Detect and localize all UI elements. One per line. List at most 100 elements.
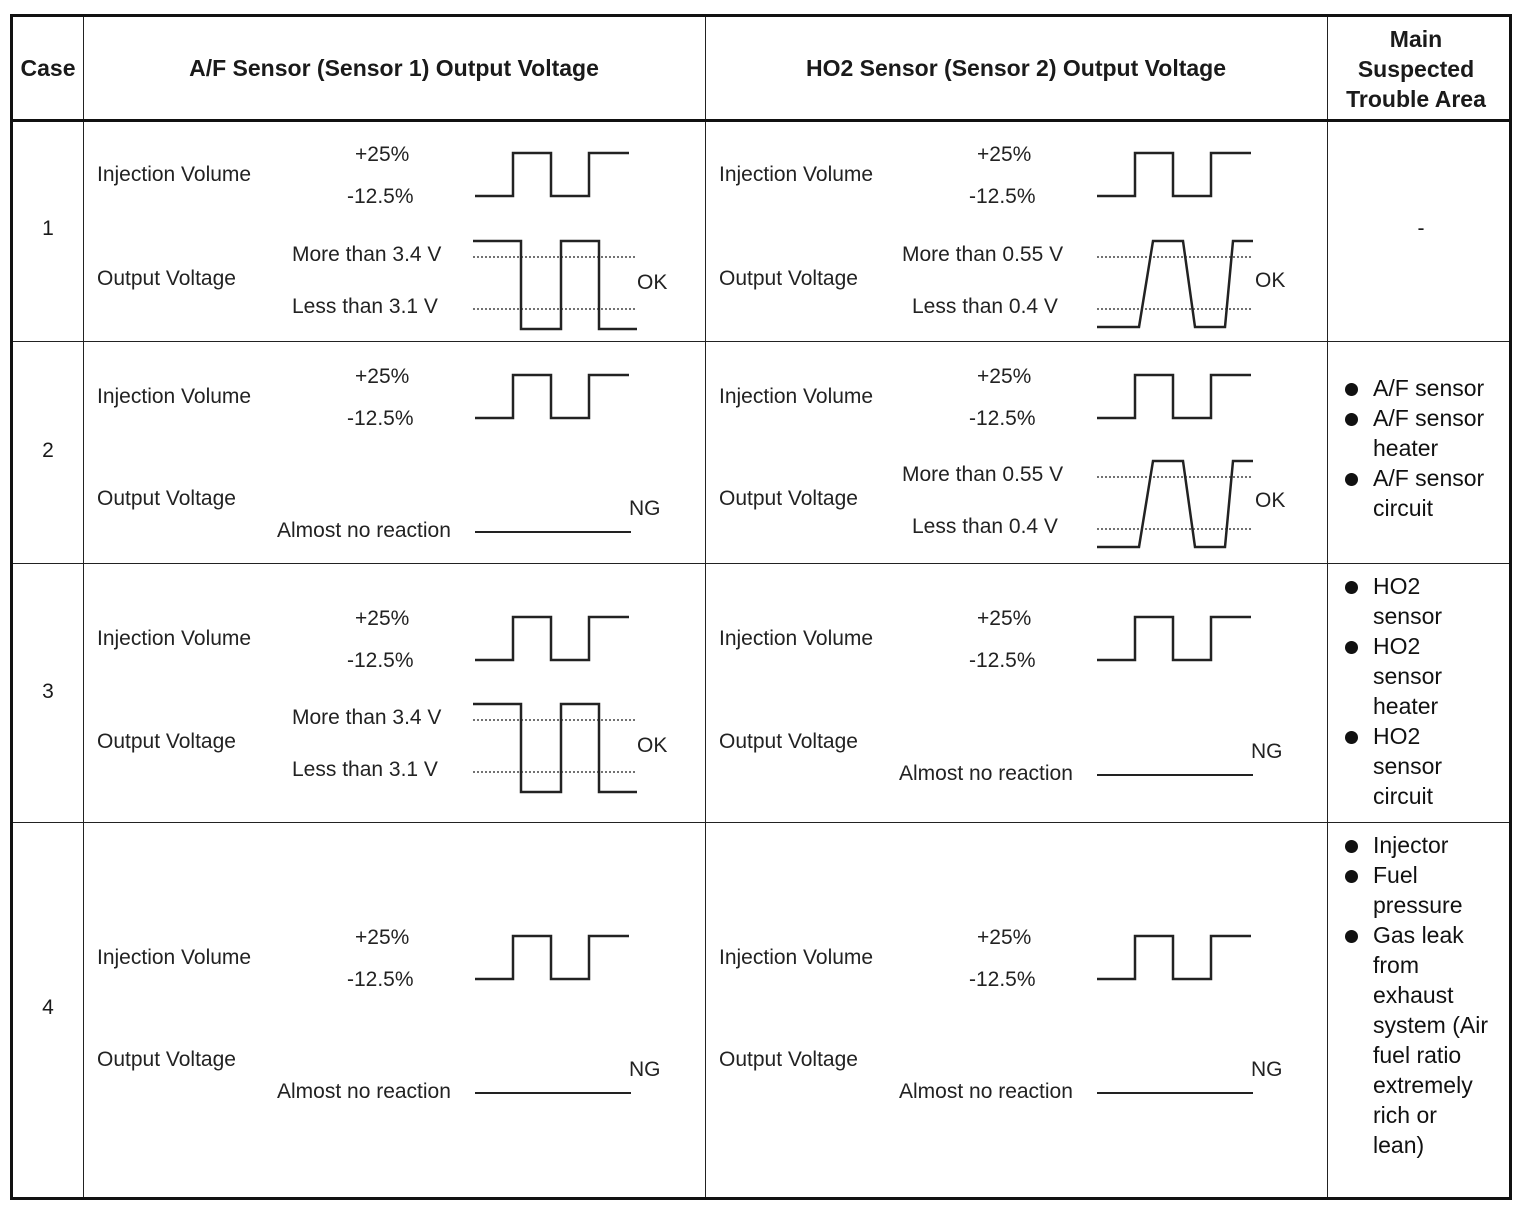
trouble-item-text: HO2 sensor heater <box>1373 633 1443 719</box>
case-number: 1 <box>42 217 54 240</box>
result-ng-label: NG <box>1251 1058 1283 1081</box>
output-voltage-label: Output Voltage <box>719 1048 858 1071</box>
minus12-label: -12.5% <box>347 649 414 672</box>
bullet-icon <box>1345 383 1358 396</box>
trouble-item: HO2 sensor <box>1331 571 1491 631</box>
bullet-icon <box>1345 840 1358 853</box>
injection-volume-label: Injection Volume <box>719 163 874 186</box>
no-reaction-line <box>1097 774 1253 776</box>
trouble-item: A/F sensor heater <box>1331 403 1509 463</box>
trouble-item-text: Gas leak from exhaust system (Air fuel r… <box>1373 922 1488 1158</box>
trouble-item-text: Fuel pressure <box>1373 862 1463 918</box>
injection-volume-waveform <box>475 151 629 198</box>
plus25-label: +25% <box>977 607 1032 630</box>
col-divider <box>83 17 84 1197</box>
more-than-label: More than 3.4 V <box>292 243 442 266</box>
row-divider <box>13 563 1509 564</box>
trouble-item-text: HO2 sensor circuit <box>1373 723 1443 809</box>
trouble-item-text: Injector <box>1373 832 1449 858</box>
af-output-waveform <box>473 702 637 794</box>
minus12-label: -12.5% <box>969 968 1036 991</box>
row-divider <box>13 341 1509 342</box>
ho2-output-waveform <box>1097 239 1253 329</box>
header-af-sensor: A/F Sensor (Sensor 1) Output Voltage <box>189 55 599 81</box>
output-voltage-label: Output Voltage <box>97 267 236 290</box>
injection-volume-label: Injection Volume <box>97 946 252 969</box>
case-number: 4 <box>42 996 54 1019</box>
ho2-output-waveform <box>1097 459 1253 549</box>
no-reaction-label: Almost no reaction <box>277 1080 451 1103</box>
no-reaction-line <box>475 531 631 533</box>
plus25-label: +25% <box>977 365 1032 388</box>
header-trouble-area: Main Suspected Trouble Area <box>1346 26 1486 112</box>
no-reaction-line <box>475 1092 631 1094</box>
trouble-item: A/F sensor <box>1331 373 1509 403</box>
trouble-item: Gas leak from exhaust system (Air fuel r… <box>1331 920 1491 1160</box>
case-number: 3 <box>42 679 54 703</box>
injection-volume-waveform <box>1097 151 1251 198</box>
output-voltage-label: Output Voltage <box>719 267 858 290</box>
minus12-label: -12.5% <box>347 407 414 430</box>
trouble-item: Injector <box>1331 830 1491 860</box>
more-than-label: More than 0.55 V <box>902 243 1064 266</box>
injection-volume-waveform <box>475 373 629 420</box>
plus25-label: +25% <box>355 607 410 630</box>
header-divider <box>13 119 1509 122</box>
header-ho2-sensor: HO2 Sensor (Sensor 2) Output Voltage <box>805 55 1227 81</box>
bullet-icon <box>1345 870 1358 883</box>
col-divider <box>705 17 706 1197</box>
injection-volume-waveform <box>475 934 629 981</box>
more-than-label: More than 0.55 V <box>902 463 1064 486</box>
injection-volume-label: Injection Volume <box>97 163 252 186</box>
injection-volume-waveform <box>1097 373 1251 420</box>
minus12-label: -12.5% <box>969 185 1036 208</box>
less-than-label: Less than 3.1 V <box>292 758 438 781</box>
result-ng-label: NG <box>1251 740 1283 763</box>
result-ok-label: OK <box>637 734 668 757</box>
header-case: Case <box>20 55 76 81</box>
bullet-icon <box>1345 930 1358 943</box>
bullet-icon <box>1345 581 1358 594</box>
trouble-none: - <box>1417 217 1425 240</box>
output-voltage-label: Output Voltage <box>97 487 236 510</box>
trouble-item: Fuel pressure <box>1331 860 1491 920</box>
trouble-item: HO2 sensor circuit <box>1331 721 1491 811</box>
plus25-label: +25% <box>355 143 410 166</box>
result-ok-label: OK <box>1255 489 1286 512</box>
trouble-item-text: HO2 sensor <box>1373 573 1443 629</box>
result-ng-label: NG <box>629 1058 661 1081</box>
no-reaction-label: Almost no reaction <box>899 762 1073 785</box>
af-output-waveform <box>473 239 637 331</box>
output-voltage-label: Output Voltage <box>97 730 236 753</box>
output-voltage-label: Output Voltage <box>97 1048 236 1071</box>
injection-volume-label: Injection Volume <box>719 627 874 650</box>
no-reaction-line <box>1097 1092 1253 1094</box>
less-than-label: Less than 0.4 V <box>912 295 1058 318</box>
plus25-label: +25% <box>977 143 1032 166</box>
minus12-label: -12.5% <box>347 968 414 991</box>
output-voltage-label: Output Voltage <box>719 730 858 753</box>
injection-volume-label: Injection Volume <box>719 946 874 969</box>
plus25-label: +25% <box>977 926 1032 949</box>
minus12-label: -12.5% <box>969 649 1036 672</box>
col-divider <box>1327 17 1328 1197</box>
bullet-icon <box>1345 473 1358 486</box>
case-number: 2 <box>42 439 54 462</box>
result-ok-label: OK <box>1255 269 1286 292</box>
injection-volume-label: Injection Volume <box>97 627 252 650</box>
diagnosis-table: Case A/F Sensor (Sensor 1) Output Voltag… <box>10 14 1512 1200</box>
injection-volume-waveform <box>1097 615 1251 662</box>
injection-volume-label: Injection Volume <box>97 385 252 408</box>
trouble-item-text: A/F sensor <box>1373 375 1485 401</box>
minus12-label: -12.5% <box>347 185 414 208</box>
trouble-item-text: A/F sensor heater <box>1373 405 1485 461</box>
bullet-icon <box>1345 413 1358 426</box>
no-reaction-label: Almost no reaction <box>277 519 451 542</box>
less-than-label: Less than 3.1 V <box>292 295 438 318</box>
plus25-label: +25% <box>355 926 410 949</box>
no-reaction-label: Almost no reaction <box>899 1080 1073 1103</box>
bullet-icon <box>1345 641 1358 654</box>
more-than-label: More than 3.4 V <box>292 706 442 729</box>
